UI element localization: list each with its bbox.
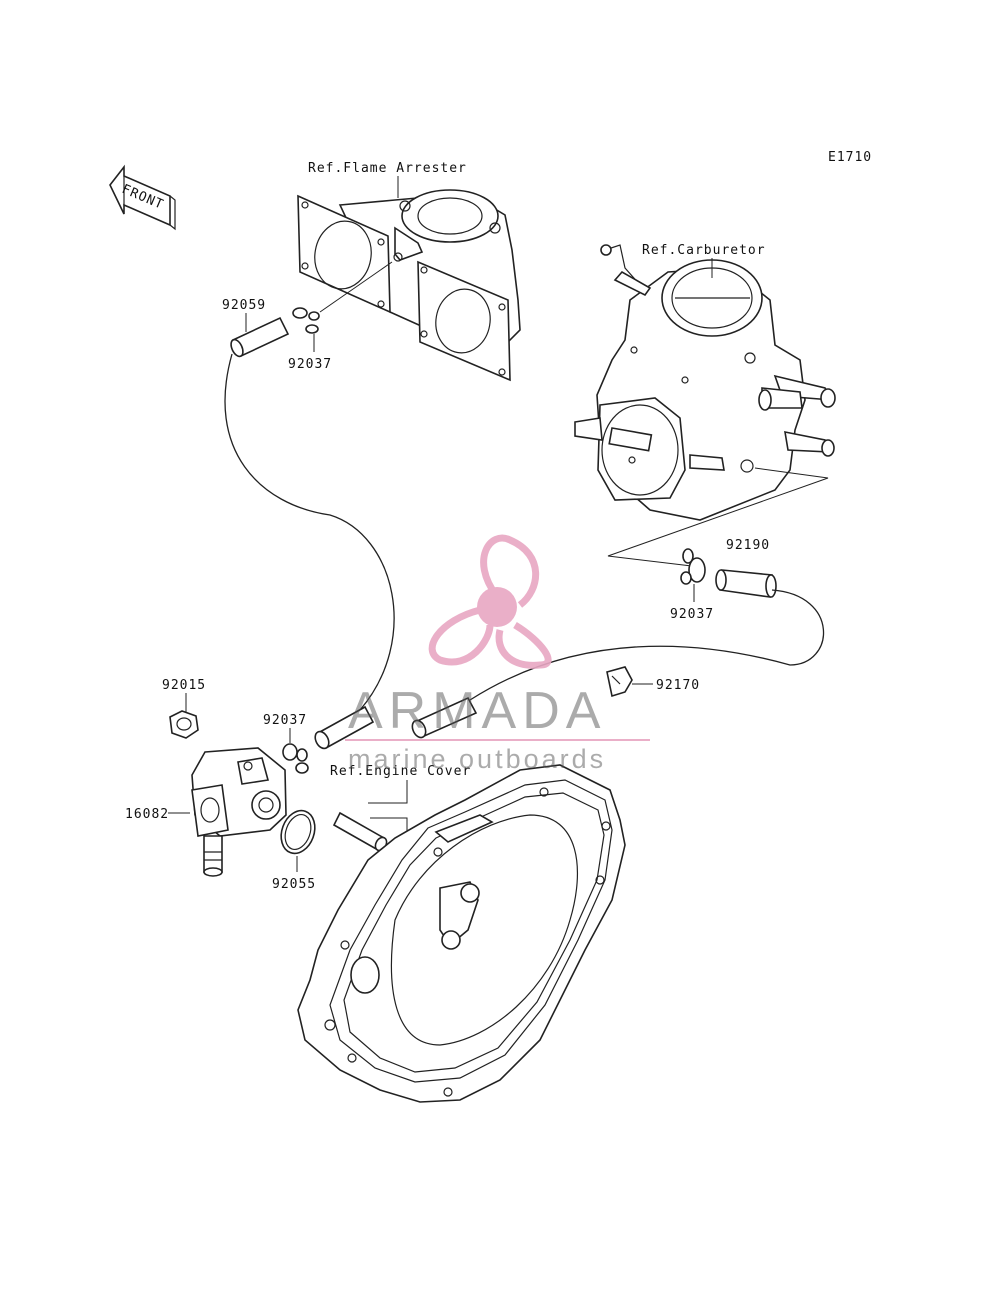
part-92015-nut [169, 710, 199, 739]
part-16082-pump [191, 747, 287, 877]
part-92059-label: 92059 [222, 298, 266, 313]
part-92037-top-clamp [292, 307, 320, 334]
part-92037-right-clamp [680, 548, 706, 585]
ref-carburetor-label: Ref.Carburetor [642, 243, 766, 258]
part-92055-o-ring [280, 809, 316, 855]
hose-connector-left [314, 705, 375, 750]
propeller-icon [428, 534, 552, 669]
diagram-code: E1710 [828, 150, 872, 165]
ref-engine-cover-label: Ref.Engine Cover [330, 764, 471, 779]
part-92170-clip [606, 666, 633, 698]
stud-bolt [332, 811, 388, 852]
part-92015-label: 92015 [162, 678, 206, 693]
part-92037-right-label: 92037 [670, 607, 714, 622]
carburetor [574, 244, 836, 521]
watermark-brand: ARMADA [348, 682, 606, 740]
part-92037-top-label: 92037 [288, 357, 332, 372]
front-arrow-icon: FRONT [109, 164, 176, 231]
flame-arrester [297, 189, 521, 382]
hose-right [469, 589, 825, 701]
part-92055-label: 92055 [272, 877, 316, 892]
hose-connector-right [411, 696, 478, 739]
part-92037-mid-label: 92037 [263, 713, 307, 728]
part-92190-hose-joint [715, 569, 777, 598]
part-92170-label: 92170 [656, 678, 700, 693]
watermark-tagline: marine outboards [348, 744, 606, 774]
engine-cover [297, 764, 626, 1103]
ref-flame-arrester-label: Ref.Flame Arrester [308, 161, 467, 176]
hose-left [224, 353, 395, 711]
part-92190-label: 92190 [726, 538, 770, 553]
part-92037-mid-clamp [282, 743, 309, 774]
part-92059-hose-joint [230, 316, 290, 358]
watermark: ARMADA marine outboards [345, 534, 650, 774]
part-16082-label: 16082 [125, 807, 169, 822]
